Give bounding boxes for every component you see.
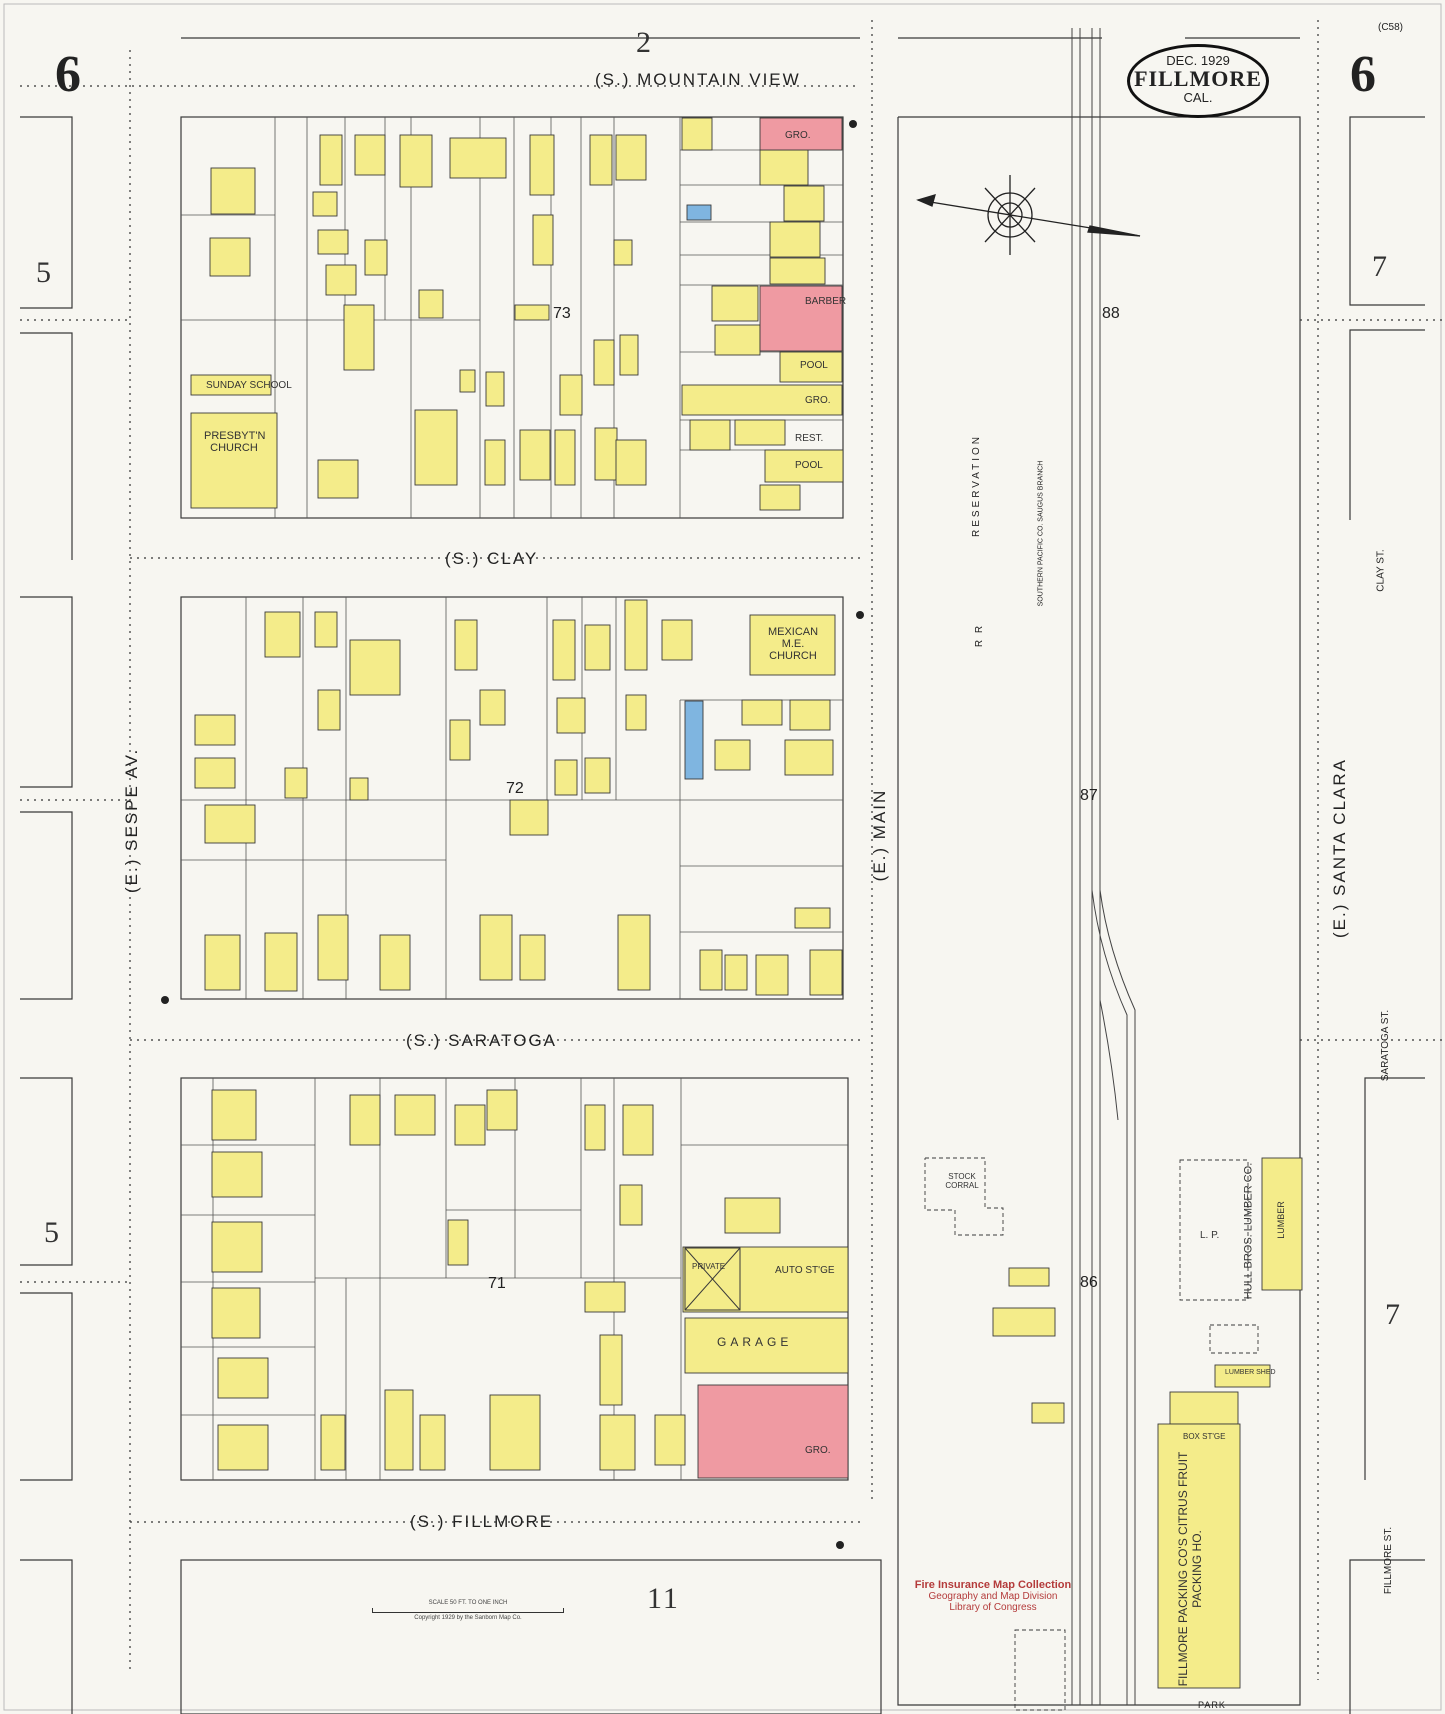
street-santa-clara: (E.) SANTA CLARA <box>1330 758 1349 938</box>
sheet-number-left: 6 <box>55 46 83 103</box>
block-number-88: 88 <box>1102 305 1120 322</box>
grocery-label-3: GRO. <box>805 1445 831 1456</box>
scale-line <box>372 1608 564 1613</box>
scale-label: SCALE 50 FT. TO ONE INCH <box>428 1600 508 1606</box>
state-name: CAL. <box>1183 90 1213 105</box>
grocery-label-2: GRO. <box>805 395 831 406</box>
street-clay-st: CLAY ST. <box>1375 549 1387 592</box>
stamp-line-2: Geography and Map Division <box>928 1591 1058 1602</box>
adjacent-sheet-right-lower: 7 <box>1385 1298 1402 1331</box>
grocery-label-1: GRO. <box>785 130 811 141</box>
block-number-73: 73 <box>553 305 571 322</box>
block-72-outline <box>180 596 844 1000</box>
block-number-86: 86 <box>1080 1274 1098 1291</box>
block-number-87: 87 <box>1080 787 1098 804</box>
block-number-71: 71 <box>488 1275 506 1292</box>
city-name: FILLMORE <box>1134 66 1262 91</box>
sheet-number-right: 6 <box>1350 46 1378 103</box>
title-cartouche: DEC. 1929 FILLMORE CAL. <box>1127 44 1269 118</box>
street-saratoga: (S.) SARATOGA <box>406 1031 558 1050</box>
scale-bar: SCALE 50 FT. TO ONE INCH Copyright 1929 … <box>368 1600 568 1621</box>
presbyterian-church-label: PRESBYT'N CHURCH <box>204 430 266 454</box>
block-number-72: 72 <box>506 780 524 797</box>
adjacent-sheet-left-upper: 5 <box>36 256 53 289</box>
sunday-school-label: SUNDAY SCHOOL <box>206 380 292 391</box>
rr-company-label: SOUTHERN PACIFIC CO. SAUGUS BRANCH <box>1037 460 1045 607</box>
map-date: DEC. 1929 <box>1166 53 1230 68</box>
lumber-label: LUMBER <box>1275 1201 1286 1239</box>
adjacent-sheet-top: 2 <box>636 26 653 59</box>
street-fillmore-st: FILLMORE ST. <box>1383 1526 1395 1595</box>
rr-reservation-label: RESERVATION <box>971 433 983 538</box>
adjacent-sheet-bottom: 11 <box>647 1582 680 1615</box>
street-clay: (S.) CLAY <box>445 549 539 568</box>
packing-house-label: FILLMORE PACKING CO'S CITRUS FRUIT PACKI… <box>1176 1451 1204 1687</box>
pool-label-1: POOL <box>800 360 828 371</box>
lumber-shed-label: LUMBER SHED <box>1225 1369 1276 1376</box>
north-arrow-icon <box>916 175 1141 255</box>
pool-label-2: POOL <box>795 460 823 471</box>
scale-copyright: Copyright 1929 by the Sanborn Map Co. <box>414 1615 522 1621</box>
street-sespe: (E.) SESPE AV. <box>122 747 141 893</box>
stock-corral-label: STOCK CORRAL <box>945 1172 979 1190</box>
garage-label: GARAGE <box>717 1335 793 1349</box>
street-park: PARK <box>1198 1700 1226 1710</box>
stamp-line-3: Library of Congress <box>949 1602 1037 1613</box>
street-saratoga-st: SARATOGA ST. <box>1380 1009 1392 1082</box>
adjacent-sheet-right-upper: 7 <box>1372 250 1389 283</box>
library-stamp: Fire Insurance Map Collection Geography … <box>908 1579 1078 1614</box>
adjacent-sheet-left-lower: 5 <box>44 1216 61 1249</box>
lp-label: L. P. <box>1200 1230 1220 1241</box>
restaurant-label: REST. <box>795 433 824 444</box>
stamp-line-1: Fire Insurance Map Collection <box>914 1579 1072 1591</box>
private-label: PRIVATE <box>692 1262 726 1271</box>
street-main: (E.) MAIN <box>870 788 889 882</box>
lumber-company-label: HULL BROS. LUMBER CO. <box>1242 1162 1255 1300</box>
barber-label: BARBER <box>805 296 847 307</box>
corner-code: (C58) <box>1378 22 1404 33</box>
street-mountain-view: (S.) MOUNTAIN VIEW <box>595 70 801 89</box>
rr-label: R R <box>974 623 986 648</box>
box-storage-label: BOX ST'GE <box>1183 1432 1226 1441</box>
street-fillmore: (S.) FILLMORE <box>410 1512 554 1531</box>
block-73-outline <box>180 116 844 519</box>
auto-storage-label: AUTO ST'GE <box>775 1265 835 1276</box>
mexican-church-label: MEXICAN M.E. CHURCH <box>767 626 819 662</box>
